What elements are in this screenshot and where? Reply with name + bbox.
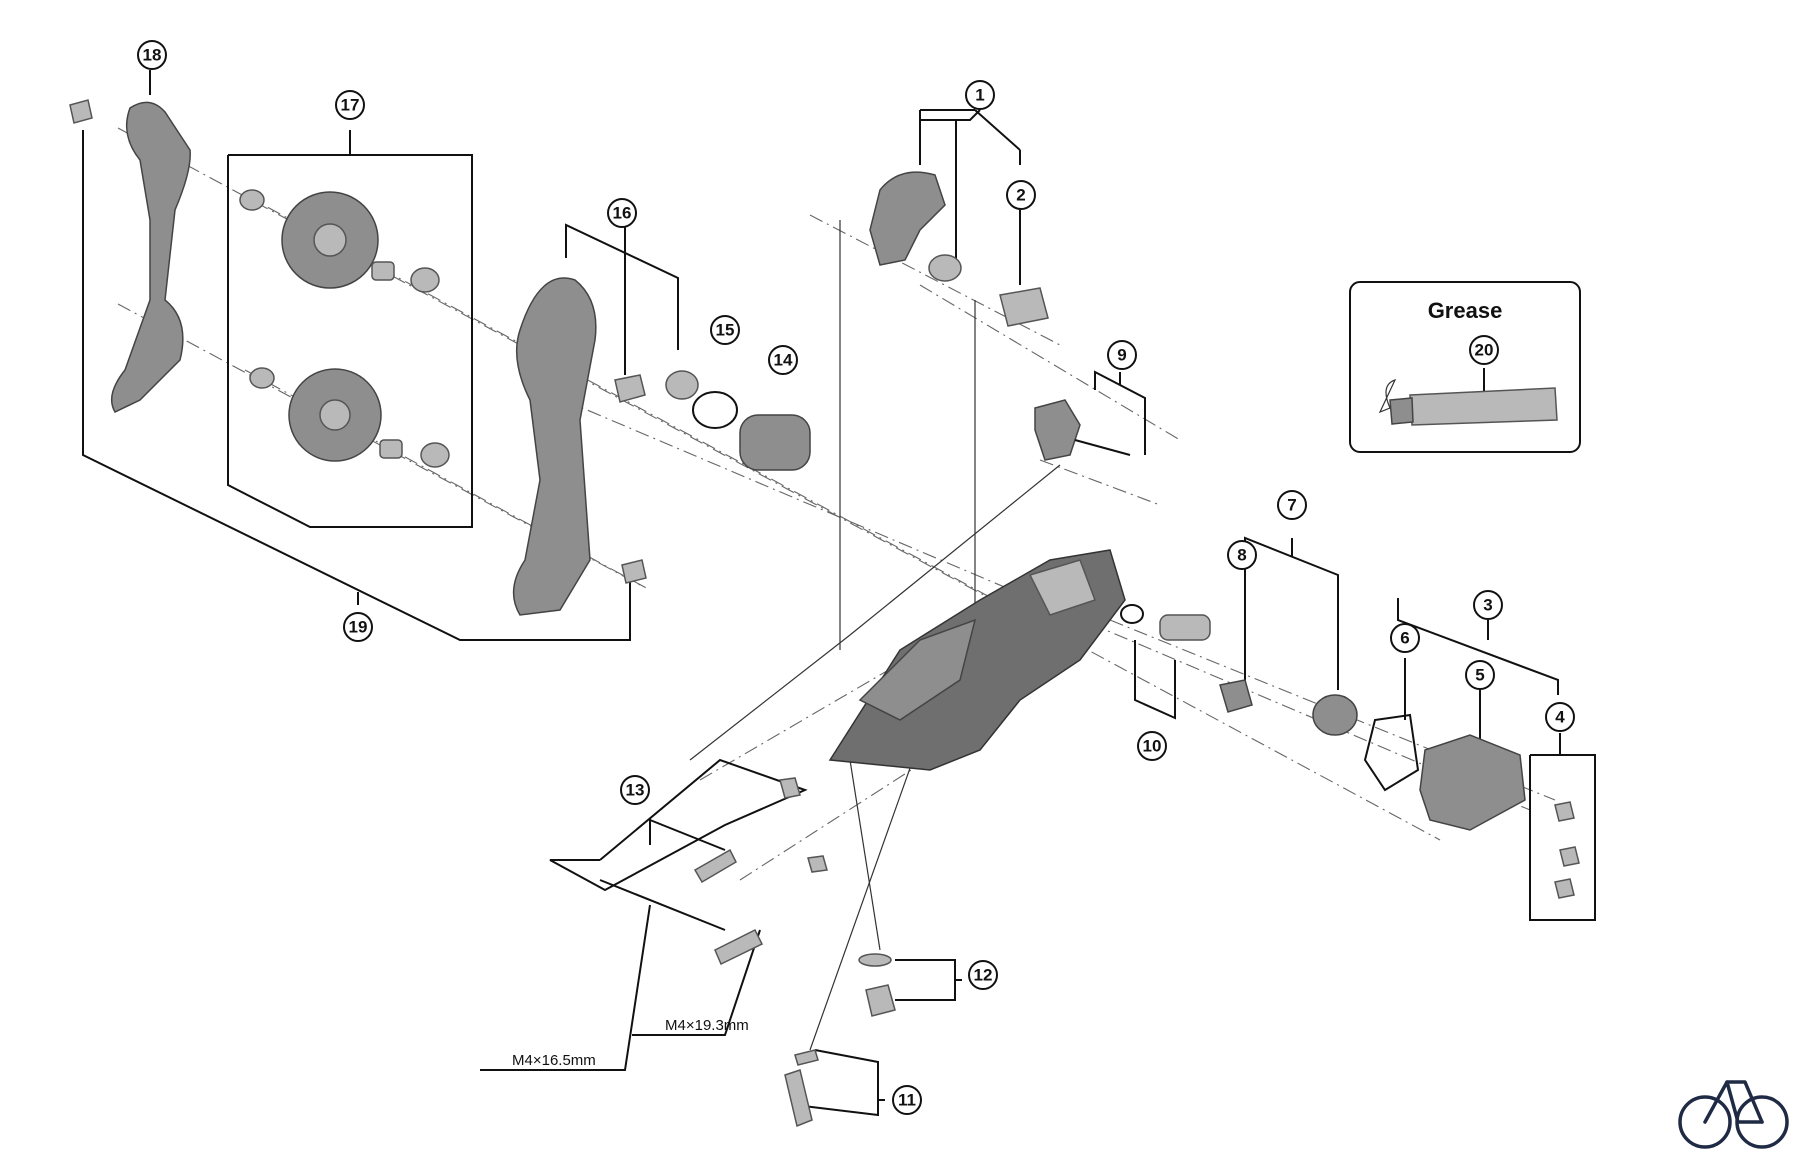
screw-label-long: M4×16.5mm <box>512 1052 596 1069</box>
svg-text:15: 15 <box>716 321 735 340</box>
svg-text:8: 8 <box>1237 546 1246 565</box>
svg-text:19: 19 <box>349 618 368 637</box>
callout-12: 12 <box>968 960 998 990</box>
gasket <box>1363 713 1420 792</box>
callout-5: 5 <box>1465 660 1495 690</box>
tension-spring <box>739 414 811 471</box>
parts <box>69 99 1580 1128</box>
callout-19: 19 <box>343 612 373 642</box>
svg-text:14: 14 <box>774 351 793 370</box>
svg-text:7: 7 <box>1287 496 1296 515</box>
callout-9: 9 <box>1107 340 1137 370</box>
callout-20: 20 <box>1469 335 1499 365</box>
screw-label-short: M4×19.3mm <box>665 1017 749 1034</box>
bicycle-icon <box>1678 1080 1789 1149</box>
pulley-washer <box>239 189 265 211</box>
callout-3: 3 <box>1473 590 1503 620</box>
svg-text:6: 6 <box>1400 629 1409 648</box>
b-link <box>869 171 946 266</box>
adjust-bolt <box>1159 614 1211 641</box>
svg-text:10: 10 <box>1143 737 1162 756</box>
callout-1: 1 <box>965 80 995 110</box>
cover <box>1419 734 1526 831</box>
callout-13: 13 <box>620 775 650 805</box>
svg-text:3: 3 <box>1483 596 1492 615</box>
callout-8: 8 <box>1227 540 1257 570</box>
callout-7: 7 <box>1277 490 1307 520</box>
callout-17: 17 <box>335 90 365 120</box>
grease-title: Grease <box>1428 298 1503 323</box>
callout-16: 16 <box>607 198 637 228</box>
inner-plate <box>512 277 597 616</box>
outer-plate <box>110 101 191 413</box>
callout-6: 6 <box>1390 623 1420 653</box>
svg-text:4: 4 <box>1555 708 1565 727</box>
svg-text:17: 17 <box>341 96 360 115</box>
callout-10: 10 <box>1137 731 1167 761</box>
spring-clip <box>692 391 738 429</box>
callout-15: 15 <box>710 315 740 345</box>
svg-text:9: 9 <box>1117 346 1126 365</box>
grease-tube <box>1409 387 1558 426</box>
svg-text:2: 2 <box>1016 186 1025 205</box>
axle-bolt <box>999 287 1049 327</box>
callout-14: 14 <box>768 345 798 375</box>
svg-text:12: 12 <box>974 966 993 985</box>
svg-text:16: 16 <box>613 204 632 223</box>
svg-text:20: 20 <box>1475 341 1494 360</box>
callout-4: 4 <box>1545 702 1575 732</box>
plate-bolt <box>69 99 93 124</box>
callout-11: 11 <box>892 1085 922 1115</box>
cable-guide <box>1034 399 1081 461</box>
svg-text:5: 5 <box>1475 666 1484 685</box>
callout-2: 2 <box>1006 180 1036 210</box>
callout-18: 18 <box>137 40 167 70</box>
grease-box: Grease <box>1349 281 1581 453</box>
svg-text:18: 18 <box>143 46 162 65</box>
svg-text:1: 1 <box>975 86 984 105</box>
svg-text:13: 13 <box>626 781 645 800</box>
screw <box>779 777 801 799</box>
svg-text:11: 11 <box>898 1091 916 1110</box>
